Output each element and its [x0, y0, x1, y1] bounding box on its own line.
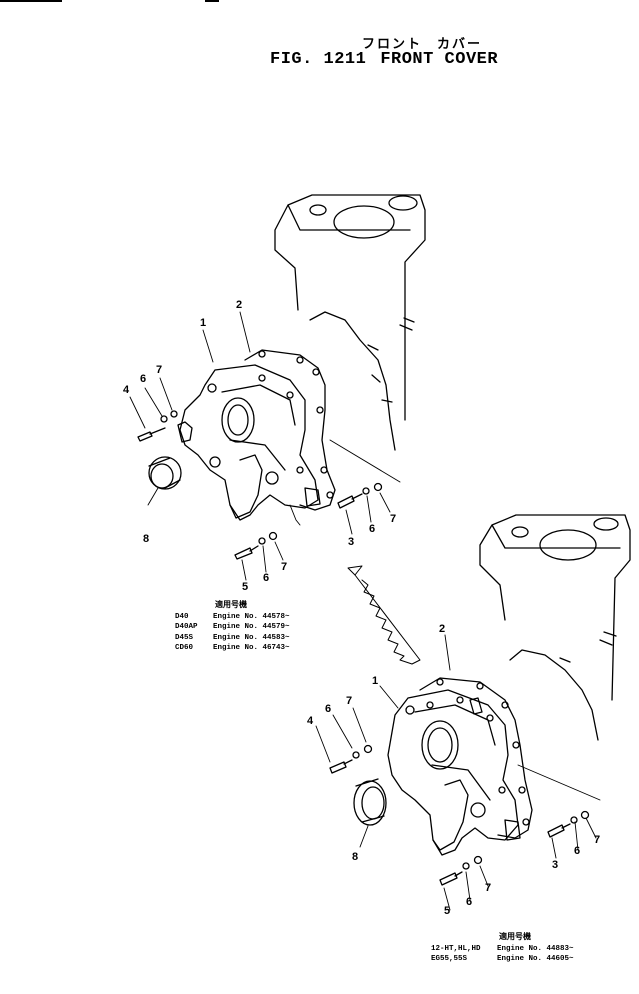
figure-title: FIG. 1211 FRONT COVER	[270, 50, 498, 69]
serial-engine-no: Engine No. 44583~	[213, 633, 290, 642]
upper-bolts	[137, 410, 383, 560]
lower-callout-8: 8	[352, 851, 359, 863]
lower-callout-2: 2	[439, 623, 446, 635]
upper-engine-block	[274, 194, 426, 451]
serial-model: D40AP	[175, 623, 198, 631]
lower-callout-6c: 6	[466, 896, 473, 908]
upper-callout-7a: 7	[156, 364, 163, 376]
upper-serial-table: 適用号機 D40 Engine No. 44578~ D40AP Engine No…	[175, 600, 290, 654]
lower-leader-lines	[315, 634, 601, 911]
upper-callout-7c: 7	[281, 561, 288, 573]
lower-callout-1: 1	[372, 675, 379, 687]
view-transition-arrow	[347, 565, 421, 665]
serial-engine-no: Engine No. 46743~	[213, 644, 290, 652]
serial-engine-no: Engine No. 44578~	[213, 612, 290, 621]
serial-model: EG55,55S	[431, 955, 468, 963]
upper-callout-6b: 6	[369, 523, 376, 535]
upper-callout-3: 3	[348, 536, 355, 548]
lower-serial-table: 適用号機 12-HT,HL,HD Engine No. 44883~ EG55,5…	[431, 932, 574, 965]
lower-bolts	[329, 744, 590, 886]
serial-engine-no: Engine No. 44883~	[497, 944, 574, 953]
lower-serial-row: EG55,55S Engine No. 44605~	[431, 954, 574, 965]
upper-callout-6c: 6	[263, 572, 270, 584]
serial-model: D45S	[175, 633, 194, 642]
upper-serial-row: D40AP Engine No. 44579~	[175, 622, 290, 633]
upper-callout-2: 2	[236, 299, 243, 311]
serial-engine-no: Engine No. 44605~	[497, 955, 574, 963]
lower-callout-5: 5	[444, 905, 451, 917]
lower-oil-seal	[353, 778, 387, 826]
lower-engine-block	[479, 514, 631, 741]
serial-model: CD60	[175, 644, 194, 652]
upper-oil-seal	[148, 456, 182, 490]
lower-callout-7b: 7	[594, 834, 601, 846]
figure-number: FIG. 1211	[270, 50, 367, 69]
upper-leader-lines	[129, 311, 401, 581]
lower-serial-row: 12-HT,HL,HD Engine No. 44883~	[431, 944, 574, 955]
serial-engine-no: Engine No. 44579~	[213, 623, 290, 631]
lower-callout-7a: 7	[346, 695, 353, 707]
lower-gasket	[419, 677, 533, 839]
upper-callout-7b: 7	[390, 513, 397, 525]
header-rule-right	[205, 0, 219, 2]
upper-front-cover	[177, 364, 321, 521]
upper-serial-row: D40 Engine No. 44578~	[175, 612, 290, 623]
upper-gasket	[244, 349, 336, 511]
upper-serial-header: 適用号機	[215, 600, 247, 609]
serial-model: D40	[175, 612, 189, 621]
lower-callout-7c: 7	[485, 882, 492, 894]
title-japanese: フロント カバー	[362, 37, 483, 52]
upper-serial-row: D45S Engine No. 44583~	[175, 633, 290, 644]
lower-serial-header: 適用号機	[499, 932, 531, 941]
upper-callout-4: 4	[123, 384, 130, 396]
upper-callout-8: 8	[143, 533, 150, 545]
header-rule-left	[0, 0, 62, 2]
lower-callout-6b: 6	[574, 845, 581, 857]
figure-name: FRONT COVER	[380, 50, 499, 69]
lower-callout-3: 3	[552, 859, 559, 871]
lower-callout-4: 4	[307, 715, 314, 727]
lower-front-cover	[387, 689, 521, 856]
lower-callout-6a: 6	[325, 703, 332, 715]
upper-serial-row: CD60 Engine No. 46743~	[175, 643, 290, 654]
upper-callout-5: 5	[242, 581, 249, 593]
upper-callout-6a: 6	[140, 373, 147, 385]
serial-model: 12-HT,HL,HD	[431, 944, 481, 953]
upper-callout-1: 1	[200, 317, 207, 329]
